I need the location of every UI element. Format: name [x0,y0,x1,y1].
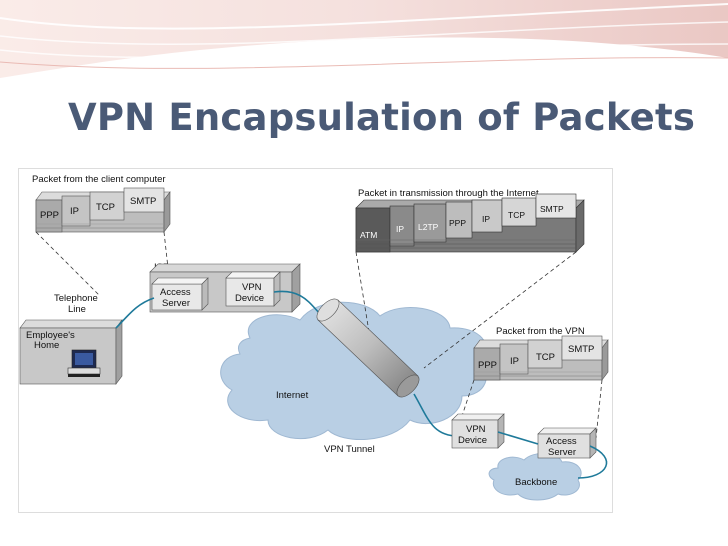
isp-vpn-device [225,271,281,307]
isp-vpn-device-line1: VPN [242,282,262,293]
access-to-backbone-cable [577,445,608,479]
isp-access-server [151,277,209,311]
client-layer-ip: IP [70,206,79,217]
corp-access-server-line2: Server [548,447,576,458]
client-layer-tcp: TCP [96,202,115,213]
client-layer-smtp: SMTP [130,196,156,207]
internet-packet-stack [355,193,585,253]
computer-icon [67,349,101,377]
vpn-packet-caption: Packet from the VPN [496,326,585,337]
client-packet-caption: Packet from the client computer [32,174,166,185]
backbone-cloud [488,453,582,501]
internet-layer-l2tp: L2TP [418,222,439,232]
tunnel-to-vpn-cable [413,393,459,437]
client-packet-stack [35,187,171,233]
vpn-layer-ip: IP [510,356,519,367]
vpn-tunnel-label: VPN Tunnel [324,444,375,455]
vpn-to-access-cable [497,431,539,445]
vpn-packet-stack [473,335,609,381]
corp-vpn-device-line2: Device [458,435,487,446]
internet-layer-atm: ATM [360,230,377,240]
vpn-layer-smtp: SMTP [568,344,594,355]
vpn-encapsulation-diagram: Internet Backbone Packet from the client… [18,168,613,513]
internet-layer-ip-outer: IP [396,224,404,234]
client-layer-ppp: PPP [40,210,59,221]
backbone-label: Backbone [515,477,557,488]
telephone-line-label-line1: Telephone [54,293,98,304]
corp-access-server-line1: Access [546,436,577,447]
internet-packet-caption: Packet in transmission through the Inter… [358,188,539,199]
internet-layer-ip-inner: IP [482,214,490,224]
corp-vpn-device-line1: VPN [466,424,486,435]
vpn-layer-tcp: TCP [536,352,555,363]
isp-access-server-line2: Server [162,298,190,309]
internet-label: Internet [276,390,309,401]
internet-layer-tcp: TCP [508,210,525,220]
corp-access-server [537,427,597,459]
isp-access-server-line1: Access [160,287,191,298]
slide-title: VPN Encapsulation of Packets [68,96,696,139]
vpn-tunnel-pipe [316,298,420,398]
employee-home-line1: Employee's [26,330,75,341]
corp-vpn-device [451,413,505,449]
telephone-line-label-line2: Line [68,304,86,315]
header-swoosh-banner [0,0,728,78]
telephone-line-cable [115,297,155,329]
internet-layer-smtp: SMTP [540,204,564,214]
employee-home-line2: Home [34,340,59,351]
vpn-layer-ppp: PPP [478,360,497,371]
internet-layer-ppp: PPP [449,218,466,228]
isp-vpn-device-line2: Device [235,293,264,304]
